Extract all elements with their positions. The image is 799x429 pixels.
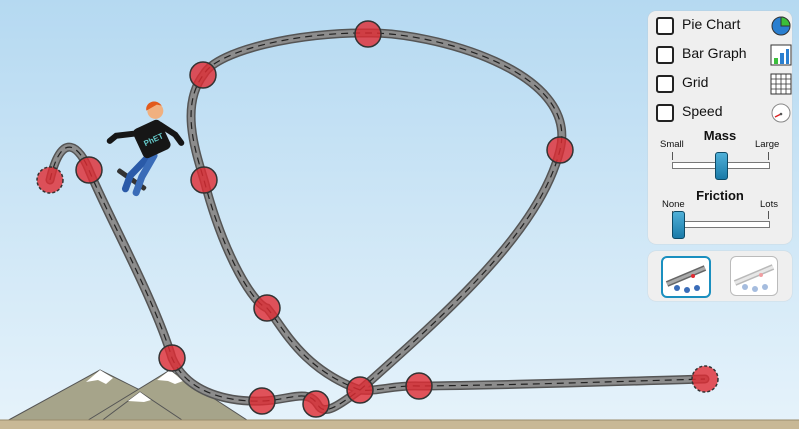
grid-checkbox[interactable]: Grid bbox=[656, 73, 792, 95]
grid-label: Grid bbox=[682, 74, 709, 90]
friction-slider-thumb[interactable] bbox=[671, 211, 685, 239]
control-points[interactable] bbox=[36, 20, 719, 418]
friction-max-label: Lots bbox=[760, 199, 778, 210]
control-point[interactable] bbox=[75, 156, 103, 184]
skater[interactable]: PhET bbox=[96, 98, 193, 199]
mass-min-label: Small bbox=[660, 139, 684, 150]
pie-chart-checkbox[interactable]: Pie Chart bbox=[656, 15, 791, 37]
pie-chart-icon bbox=[771, 16, 791, 36]
mode-button-track-playground[interactable] bbox=[661, 256, 711, 298]
track-endpoint-right[interactable] bbox=[691, 365, 719, 393]
mass-slider-thumb[interactable] bbox=[714, 152, 728, 180]
checkbox-box[interactable] bbox=[656, 104, 674, 122]
speed-checkbox[interactable]: Speed bbox=[656, 102, 791, 124]
control-point[interactable] bbox=[190, 166, 218, 194]
control-point[interactable] bbox=[189, 61, 217, 89]
checkbox-box[interactable] bbox=[656, 46, 674, 64]
control-point[interactable] bbox=[354, 20, 382, 48]
mass-max-label: Large bbox=[755, 139, 780, 150]
control-point[interactable] bbox=[158, 344, 186, 372]
track-playground-icon bbox=[665, 265, 707, 293]
mass-slider-title: Mass bbox=[703, 128, 737, 143]
friction-slider-track[interactable] bbox=[672, 221, 770, 228]
speed-label: Speed bbox=[682, 103, 723, 119]
checkbox-box[interactable] bbox=[656, 75, 674, 93]
mode-selector bbox=[648, 251, 792, 301]
speedometer-icon bbox=[771, 103, 791, 123]
bar-graph-label: Bar Graph bbox=[682, 45, 747, 61]
control-point[interactable] bbox=[546, 136, 574, 164]
track-endpoint-left[interactable] bbox=[36, 166, 64, 194]
pie-chart-label: Pie Chart bbox=[682, 16, 741, 32]
friction-tick-max bbox=[768, 211, 769, 219]
friction-slider-title: Friction bbox=[696, 188, 744, 203]
control-panel: Pie Chart Bar Graph Grid bbox=[648, 11, 792, 244]
control-point[interactable] bbox=[346, 376, 374, 404]
bar-graph-checkbox[interactable]: Bar Graph bbox=[656, 44, 792, 66]
mass-tick-min bbox=[672, 152, 673, 160]
track-playground-faded-icon bbox=[733, 264, 775, 292]
control-point[interactable] bbox=[405, 372, 433, 400]
bar-graph-icon bbox=[770, 44, 792, 66]
mass-tick-max bbox=[768, 152, 769, 160]
checkbox-box[interactable] bbox=[656, 17, 674, 35]
control-point[interactable] bbox=[248, 387, 276, 415]
grid-icon bbox=[770, 73, 792, 95]
control-point[interactable] bbox=[253, 294, 281, 322]
ground bbox=[0, 420, 799, 429]
friction-min-label: None bbox=[662, 199, 685, 210]
mode-button-track-playground-faded[interactable] bbox=[730, 256, 778, 296]
control-point[interactable] bbox=[302, 390, 330, 418]
